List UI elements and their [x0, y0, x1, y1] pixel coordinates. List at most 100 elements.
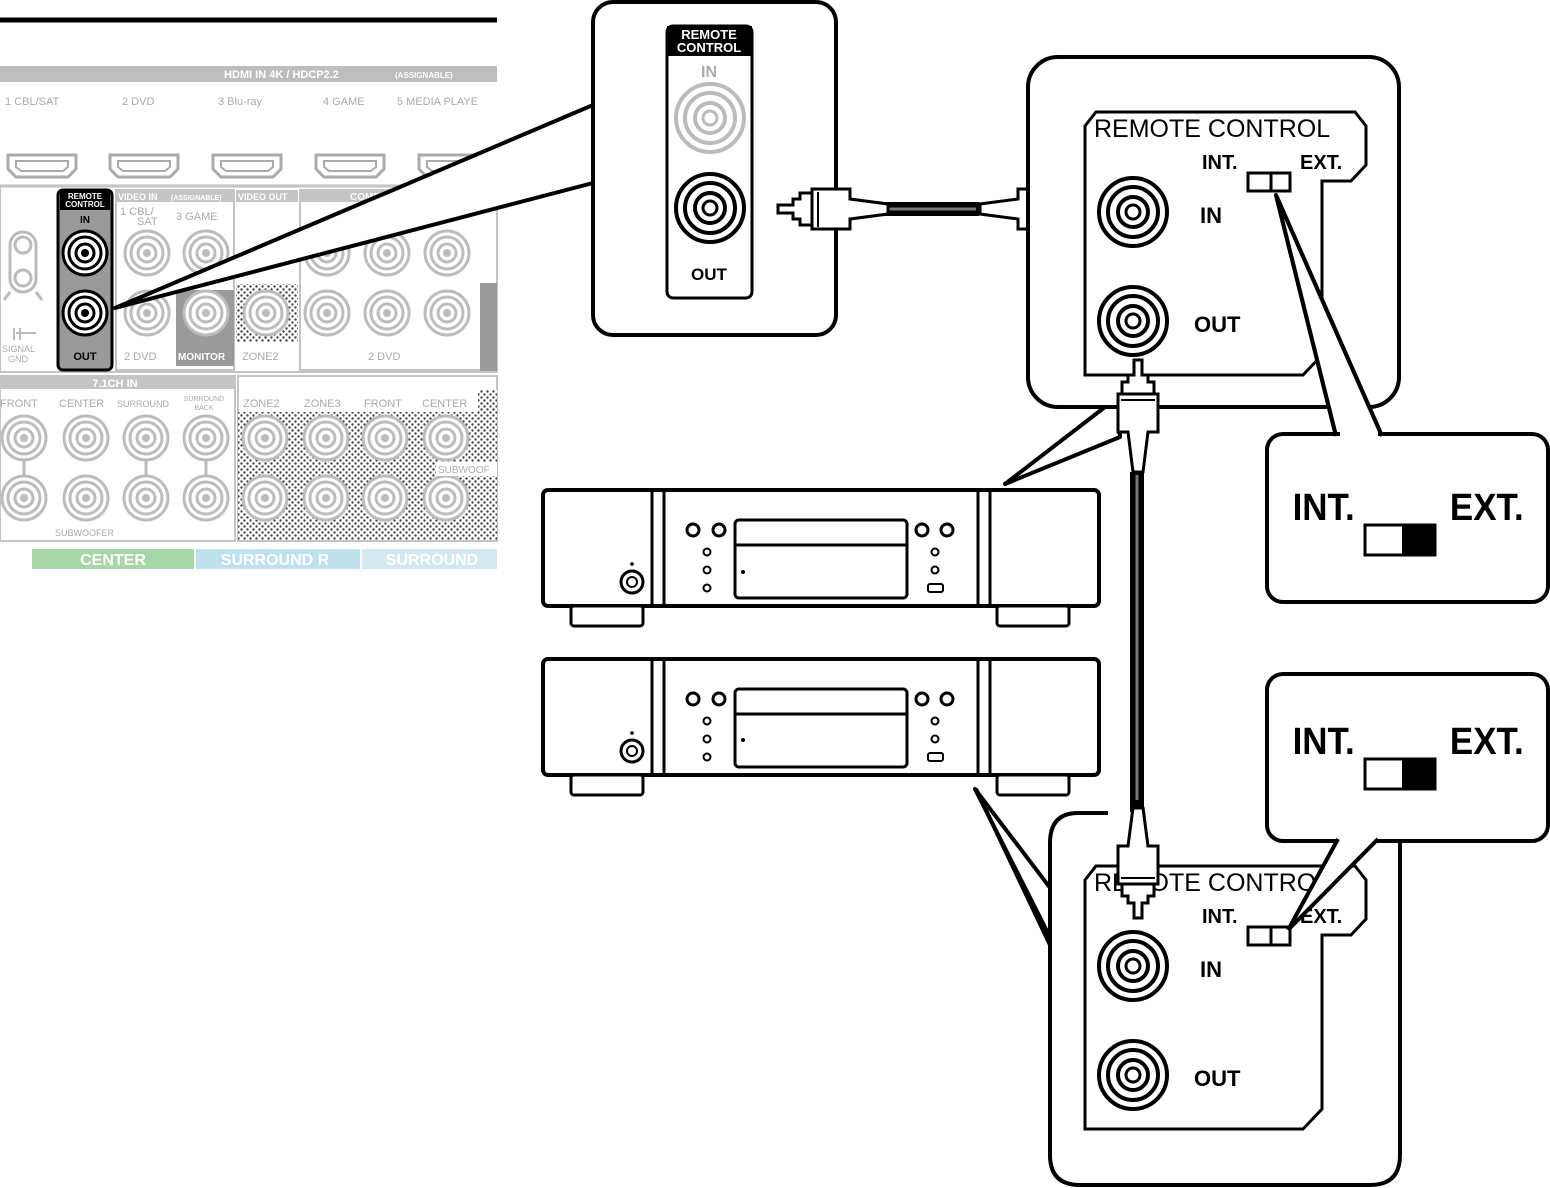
receiver-remote-control-jacks: REMOTE CONTROL IN OUT: [56, 188, 114, 372]
rca-jack-icon: [242, 289, 290, 337]
device-unit-1: [541, 488, 1101, 628]
subwoofer-label: SUBWOOFER: [55, 528, 115, 538]
rca-jack-icon: [361, 414, 409, 462]
device2-out-label: OUT: [1194, 1066, 1241, 1091]
rca-jack-icon: [182, 289, 230, 337]
rca-jack-icon: [422, 414, 470, 462]
switch-callout-top: INT. EXT.: [1265, 193, 1550, 604]
rca-jack-icon: [303, 289, 351, 337]
device2-int-ext-switch[interactable]: [1246, 925, 1292, 947]
rca-jack-icon: [123, 229, 171, 277]
switch-callout-bottom: INT. EXT.: [1265, 672, 1550, 932]
video-in-note: (ASSIGNABLE): [171, 195, 222, 202]
zoom-remote-title: CONTROL: [677, 40, 741, 55]
hdmi-header: HDMI IN 4K / HDCP2.2: [224, 69, 339, 81]
rca-jack-icon: [674, 172, 746, 244]
remote-in-label: IN: [80, 215, 90, 226]
zoom-out-label: OUT: [691, 265, 728, 284]
video-in-3: 3 GAME: [176, 211, 218, 223]
callout-bottom-int: INT.: [1293, 720, 1355, 763]
preout-label: ZONE2: [243, 398, 280, 410]
hdmi-label-3: 3 Blu-ray: [218, 96, 263, 108]
hdmi-label-2: 2 DVD: [122, 96, 154, 108]
rca-jack-icon[interactable]: [1097, 285, 1169, 357]
rca-jack-icon: [363, 289, 411, 337]
device1-panel-title: REMOTE CONTROL: [1094, 115, 1330, 143]
rca-jack-icon: [422, 474, 470, 522]
zone2-label: ZONE2: [242, 351, 279, 363]
rca-jack-icon[interactable]: [1097, 1039, 1169, 1111]
rca-jack-icon: [674, 82, 746, 154]
preout-label: FRONT: [364, 398, 402, 410]
hdmi-port-icon: [108, 153, 180, 179]
center-label: CENTER: [59, 398, 104, 410]
component-2: 2 DVD: [368, 351, 400, 363]
surround-label: SURROUND: [117, 399, 170, 409]
rca-jack-icon: [122, 474, 170, 522]
surround-back-label: BACK: [194, 405, 213, 412]
hdmi-label-1: 1 CBL/SAT: [5, 96, 59, 108]
signal-gnd-label: GND: [8, 354, 29, 364]
hdmi-label-4: 4 GAME: [323, 96, 365, 108]
rca-jack-icon: [122, 414, 170, 462]
remote-title: REMOTE: [68, 192, 103, 201]
signal-gnd-label: SIGNAL: [2, 344, 35, 354]
zoom-receiver-remote: REMOTE CONTROL IN OUT: [591, 0, 838, 337]
rca-jack-icon: [241, 414, 289, 462]
video-in-2: 2 DVD: [124, 351, 156, 363]
device1-int-ext-switch[interactable]: [1246, 171, 1292, 193]
device1-callout-pointer: [1003, 395, 1122, 486]
rca-jack-icon: [302, 414, 350, 462]
rca-jack-icon: [302, 474, 350, 522]
rca-jack-icon: [182, 414, 230, 462]
speaker-bar-surround: SURROUND: [386, 552, 478, 569]
video-out-header: VIDEO OUT: [238, 192, 288, 202]
preout-label: ZONE3: [304, 398, 341, 410]
rca-jack-icon: [0, 414, 48, 462]
rca-jack-icon: [0, 474, 48, 522]
device1-in-label: IN: [1200, 203, 1222, 228]
video-in-header: VIDEO IN: [118, 192, 158, 202]
device-unit-2: [541, 657, 1101, 797]
video-in-1: SAT: [137, 216, 158, 228]
rca-jack-icon: [62, 474, 110, 522]
callout-bottom-ext: EXT.: [1450, 720, 1524, 763]
receiver-rear-panel: HDMI IN 4K / HDCP2.2 (ASSIGNABLE) 1 CBL/…: [0, 17, 498, 569]
hdmi-label-5: 5 MEDIA PLAYE: [397, 96, 478, 108]
callout-top-ext: EXT.: [1450, 486, 1524, 529]
signal-gnd-terminal: SIGNAL GND: [2, 230, 44, 364]
rca-jack-icon: [241, 474, 289, 522]
device1-ext-label: EXT.: [1300, 152, 1342, 174]
zoom-remote-title: REMOTE: [681, 27, 737, 42]
rca-jack-icon: [182, 474, 230, 522]
video-in-1: 1 CBL/: [120, 206, 155, 218]
device2-int-label: INT.: [1202, 906, 1238, 928]
remote-out-label: OUT: [73, 351, 97, 363]
rca-jack-icon: [62, 414, 110, 462]
hdmi-header-note: (ASSIGNABLE): [395, 71, 453, 80]
device1-int-label: INT.: [1202, 152, 1238, 174]
zoom-callout-pointer: [113, 103, 595, 310]
rca-plug-bottom: [1116, 800, 1160, 920]
rca-jack-icon[interactable]: [1097, 930, 1169, 1002]
callout-top-int: INT.: [1293, 486, 1355, 529]
rca-jack-icon: [423, 229, 471, 277]
preout-label: CENTER: [422, 398, 467, 410]
speaker-bar-center: CENTER: [80, 552, 146, 569]
front-label: FRONT: [0, 398, 38, 410]
hdmi-port-icon: [211, 153, 283, 179]
rca-jack-icon: [423, 289, 471, 337]
remote-title: CONTROL: [65, 200, 105, 209]
zoom-in-label: IN: [701, 64, 717, 81]
device2-ext-label: EXT.: [1300, 906, 1342, 928]
speaker-bar-surround-r: SURROUND R: [221, 552, 330, 569]
subwoofer-right-label: SUBWOOF: [438, 465, 490, 476]
rca-jack-icon: [361, 474, 409, 522]
device2-in-label: IN: [1200, 957, 1222, 982]
rca-jack-icon: [61, 289, 109, 337]
rca-jack-icon[interactable]: [1097, 176, 1169, 248]
device1-out-label: OUT: [1194, 312, 1241, 337]
hdmi-port-icon: [314, 153, 386, 179]
hdmi-port-icon: [6, 153, 78, 179]
